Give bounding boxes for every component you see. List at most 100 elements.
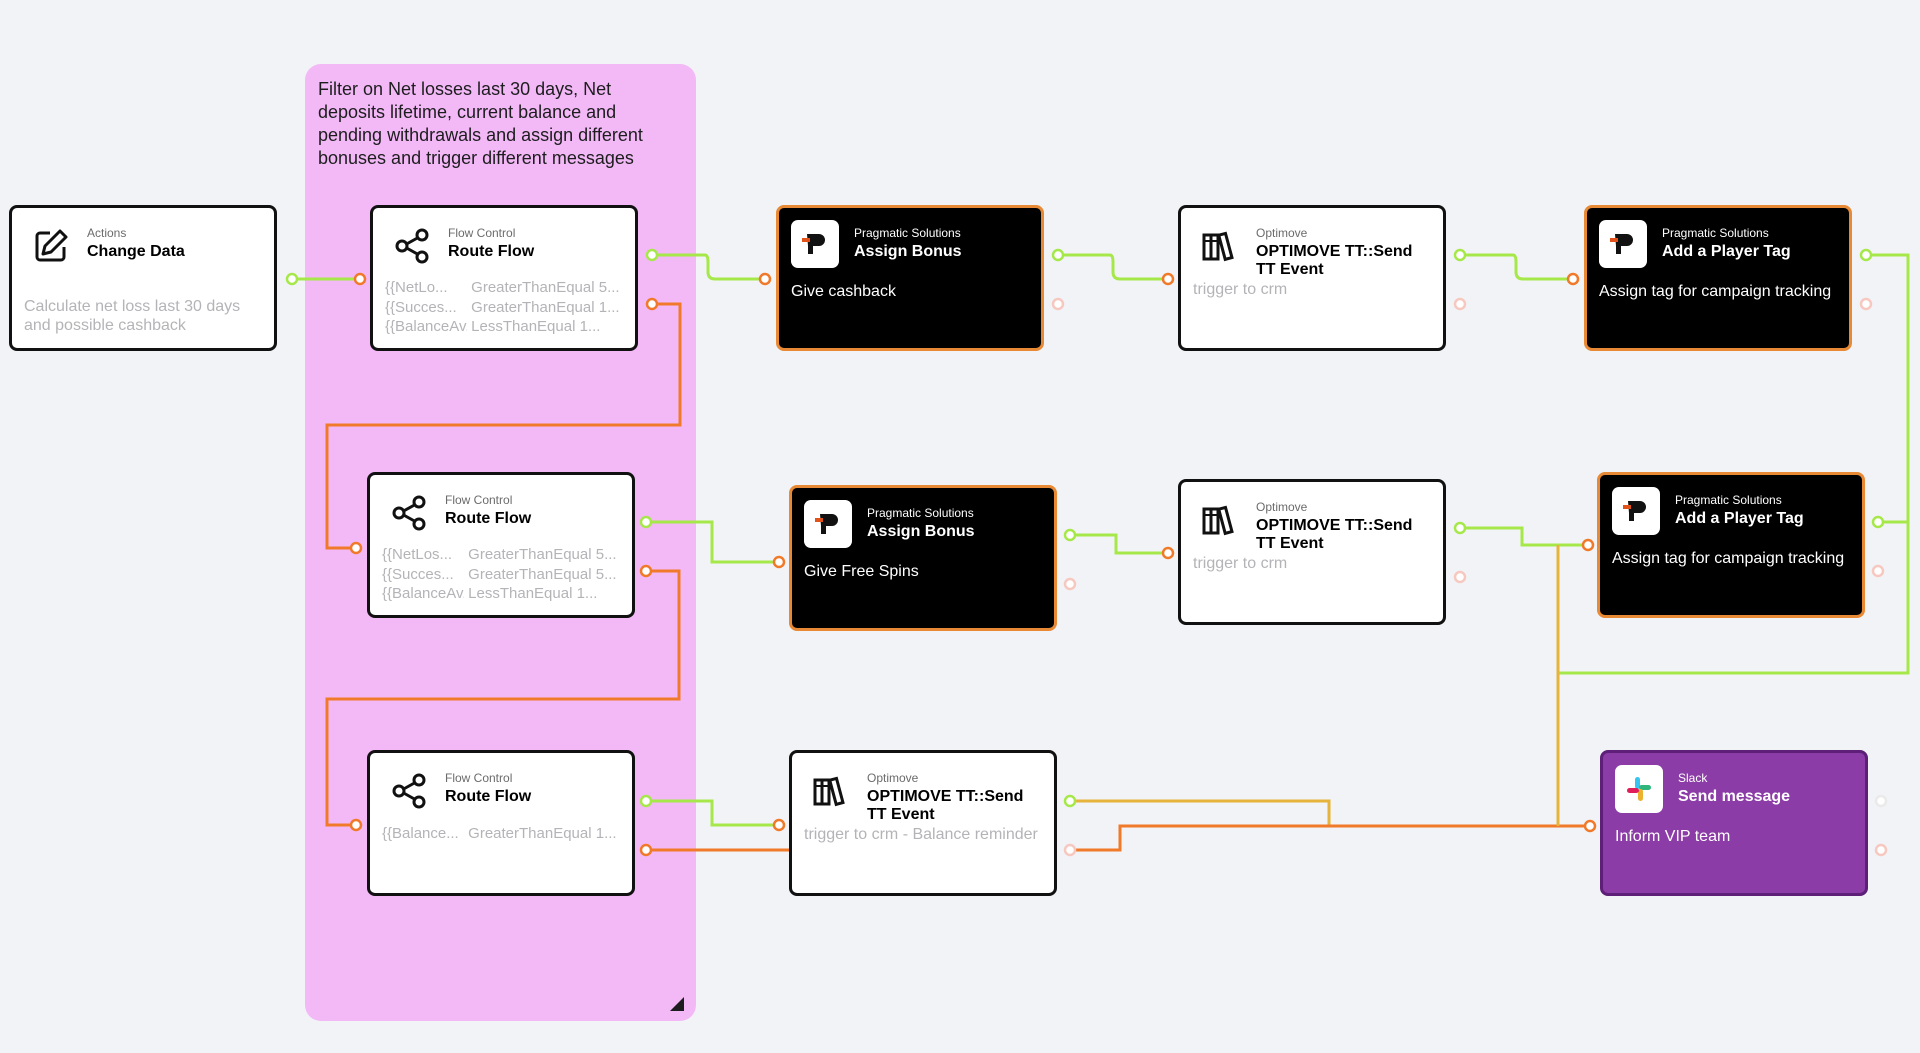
success-port[interactable] — [1063, 794, 1077, 808]
failure-port[interactable] — [1051, 297, 1065, 311]
node-assign-bonus-free-spins[interactable]: Pragmatic Solutions Assign Bonus Give Fr… — [789, 485, 1057, 631]
node-description: Inform VIP team — [1615, 828, 1731, 845]
edit-icon — [32, 227, 70, 265]
node-description: trigger to crm - Balance reminder — [804, 826, 1038, 843]
node-category: Pragmatic Solutions — [854, 226, 961, 240]
node-category: Flow Control — [445, 771, 513, 785]
condition-list: {{NetLo... GreaterThanEqual 5... {{Succe… — [385, 278, 627, 337]
node-description: Give Free Spins — [804, 563, 919, 580]
wire — [1460, 253, 1573, 281]
failure-port[interactable] — [1874, 843, 1888, 857]
condition-row: {{Succes... GreaterThanEqual 1... — [385, 298, 620, 316]
input-port[interactable] — [758, 272, 772, 286]
node-category: Pragmatic Solutions — [1675, 493, 1782, 507]
failure-port[interactable] — [1063, 843, 1077, 857]
condition-row: {{NetLo... GreaterThanEqual 5... — [385, 279, 620, 296]
wire — [1460, 526, 1588, 547]
wire — [1070, 824, 1590, 852]
input-port[interactable] — [1581, 538, 1595, 552]
node-route-flow-2[interactable]: Flow Control Route Flow {{NetLos... Grea… — [367, 472, 635, 618]
resize-handle[interactable] — [670, 997, 684, 1011]
share-icon — [390, 772, 428, 810]
success-port[interactable] — [1063, 528, 1077, 542]
node-title: Route Flow — [445, 788, 532, 805]
node-route-flow-3[interactable]: Flow Control Route Flow {{Balance... Gre… — [367, 750, 635, 896]
node-change-data[interactable]: Actions Change Data Calculate net loss l… — [9, 205, 277, 351]
input-port[interactable] — [1583, 819, 1597, 833]
node-title: OPTIMOVE TT::Send TT Event — [1256, 243, 1413, 278]
node-optimove-send-event-3[interactable]: Optimove OPTIMOVE TT::Send TT Event trig… — [789, 750, 1057, 896]
success-port[interactable] — [1453, 521, 1467, 535]
input-port[interactable] — [1161, 546, 1175, 560]
share-icon — [390, 494, 428, 532]
node-category: Flow Control — [448, 226, 516, 240]
node-assign-bonus-cashback[interactable]: Pragmatic Solutions Assign Bonus Give ca… — [776, 205, 1044, 351]
condition-list: {{NetLos... GreaterThanEqual 5... {{Succ… — [382, 545, 624, 604]
condition-row: {{BalanceAv... LessThanEqual 1... — [382, 585, 598, 602]
node-add-player-tag-2[interactable]: Pragmatic Solutions Add a Player Tag Ass… — [1597, 472, 1865, 618]
node-optimove-send-event-2[interactable]: Optimove OPTIMOVE TT::Send TT Event trig… — [1178, 479, 1446, 625]
node-category: Optimove — [1256, 500, 1308, 514]
success-port[interactable] — [1871, 515, 1885, 529]
node-category: Optimove — [867, 771, 919, 785]
node-title: OPTIMOVE TT::Send TT Event — [867, 788, 1024, 823]
pragmatic-logo-icon — [1612, 487, 1660, 535]
node-title: Change Data — [87, 243, 185, 260]
node-category: Pragmatic Solutions — [1662, 226, 1769, 240]
pragmatic-logo-icon — [804, 500, 852, 548]
success-port[interactable] — [1859, 248, 1873, 262]
success-port[interactable] — [1874, 794, 1888, 808]
failure-port[interactable] — [1871, 564, 1885, 578]
input-port[interactable] — [772, 555, 786, 569]
books-icon — [1201, 227, 1239, 265]
success-port[interactable] — [1453, 248, 1467, 262]
node-description: Give cashback — [791, 283, 896, 300]
wire — [1058, 253, 1168, 281]
node-category: Flow Control — [445, 493, 513, 507]
wire — [1070, 799, 1590, 828]
condition-row: {{BalanceAv... LessThanEqual 1... — [385, 318, 601, 335]
node-category: Pragmatic Solutions — [867, 506, 974, 520]
failure-port[interactable] — [1453, 570, 1467, 584]
pragmatic-logo-icon — [1599, 220, 1647, 268]
input-port[interactable] — [772, 818, 786, 832]
failure-port[interactable] — [1859, 297, 1873, 311]
pragmatic-logo-icon — [791, 220, 839, 268]
input-port[interactable] — [1566, 272, 1580, 286]
failure-port[interactable] — [1063, 577, 1077, 591]
node-description: Assign tag for campaign tracking — [1612, 550, 1845, 567]
node-title: Route Flow — [448, 243, 535, 260]
node-description: Assign tag for campaign tracking — [1599, 283, 1832, 300]
group-note: Filter on Net losses last 30 days, Net d… — [318, 79, 643, 168]
node-category: Actions — [87, 226, 127, 240]
node-title: Add a Player Tag — [1662, 243, 1791, 260]
books-icon — [812, 772, 850, 810]
node-title: Route Flow — [445, 510, 532, 527]
node-description: trigger to crm — [1193, 555, 1288, 572]
node-slack-send-message[interactable]: Slack Send message Inform VIP team — [1600, 750, 1868, 896]
condition-row: {{Balance... GreaterThanEqual 1... — [382, 825, 617, 842]
node-title: Add a Player Tag — [1675, 510, 1804, 527]
node-title: Assign Bonus — [867, 523, 975, 540]
node-category: Slack — [1678, 771, 1708, 785]
slack-logo-icon — [1615, 765, 1663, 813]
node-description: Calculate net loss last 30 days and poss… — [24, 298, 241, 334]
node-description: trigger to crm — [1193, 281, 1288, 298]
input-port[interactable] — [1161, 272, 1175, 286]
node-category: Optimove — [1256, 226, 1308, 240]
node-route-flow-1[interactable]: Flow Control Route Flow {{NetLo... Great… — [370, 205, 638, 351]
books-icon — [1201, 501, 1239, 539]
condition-row: {{Succes... GreaterThanEqual 5... — [382, 565, 617, 583]
node-add-player-tag-1[interactable]: Pragmatic Solutions Add a Player Tag Ass… — [1584, 205, 1852, 351]
node-title: Send message — [1678, 788, 1791, 805]
wire — [1070, 533, 1168, 555]
node-optimove-send-event-1[interactable]: Optimove OPTIMOVE TT::Send TT Event trig… — [1178, 205, 1446, 351]
success-port[interactable] — [1051, 248, 1065, 262]
node-title: Assign Bonus — [854, 243, 962, 260]
condition-row: {{NetLos... GreaterThanEqual 5... — [382, 546, 617, 563]
share-icon — [393, 227, 431, 265]
condition-list: {{Balance... GreaterThanEqual 1... — [382, 824, 624, 844]
failure-port[interactable] — [1453, 297, 1467, 311]
node-title: OPTIMOVE TT::Send TT Event — [1256, 517, 1413, 552]
output-port[interactable] — [285, 272, 299, 286]
